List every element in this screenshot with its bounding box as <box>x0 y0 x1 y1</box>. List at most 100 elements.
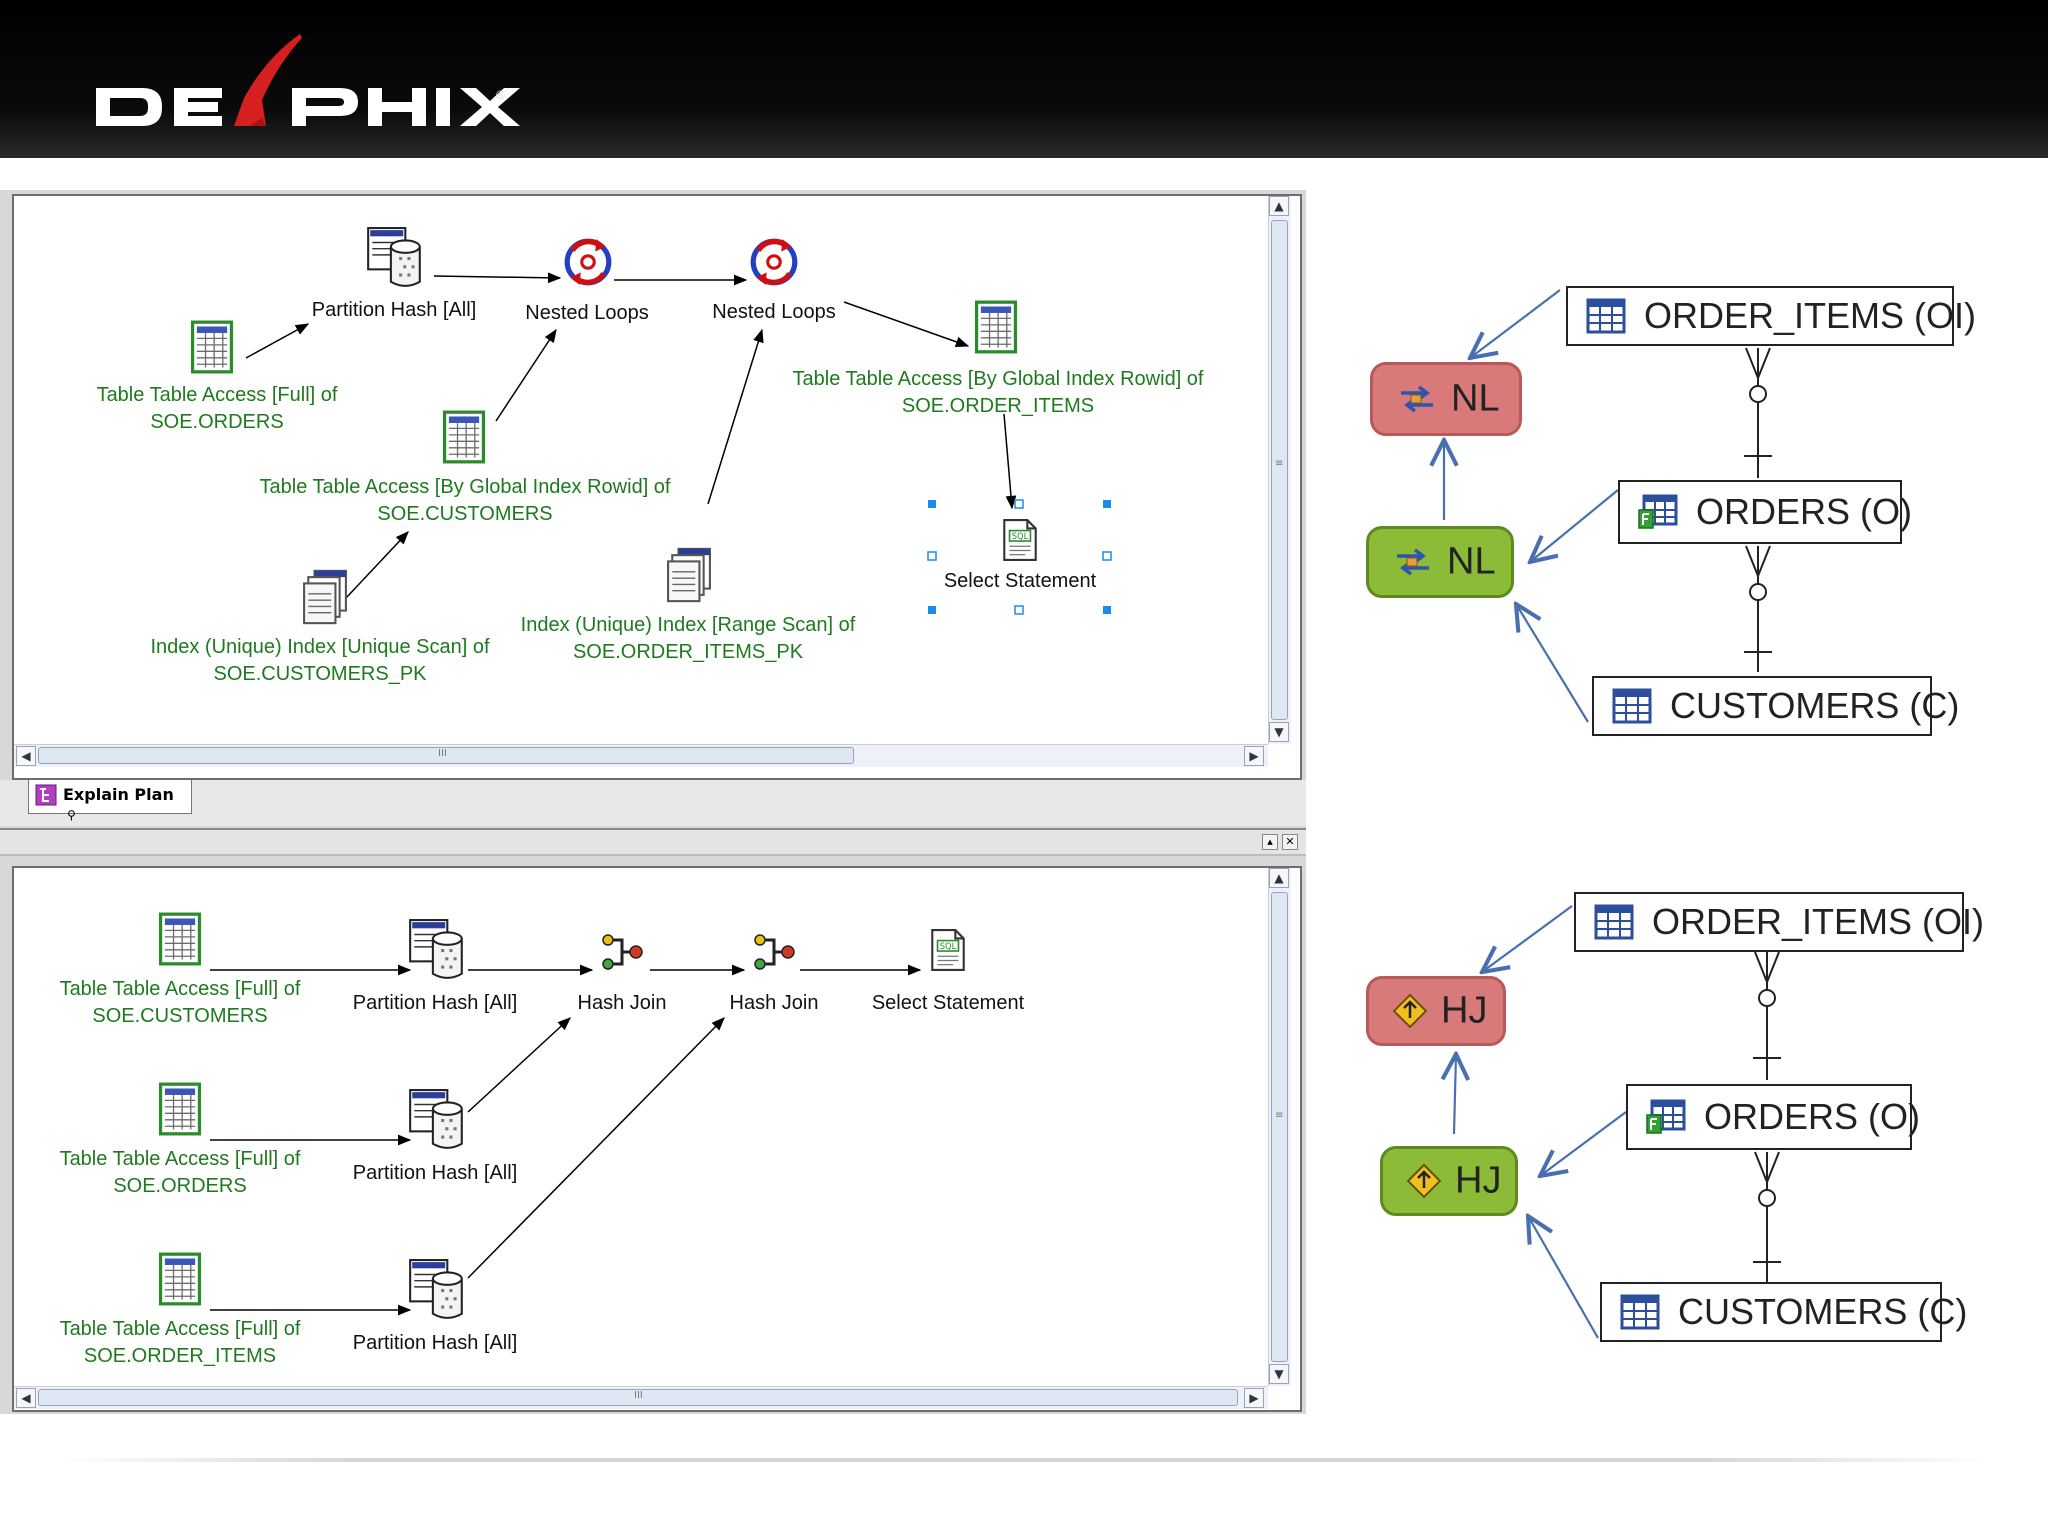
tab-explain-plan[interactable]: Explain Plan ⚲ <box>28 780 192 822</box>
maximize-icon[interactable]: ▴ <box>1262 834 1278 850</box>
vertical-scrollbar[interactable]: ▲ ≡ ▼ <box>1268 196 1291 744</box>
node-label-line: Table Table Access [Full] of <box>59 1318 301 1340</box>
tab-label: Explain Plan <box>63 785 174 804</box>
pane-splitter[interactable]: ▴ ✕ <box>0 828 1306 856</box>
scroll-grip: III <box>634 1390 643 1401</box>
scroll-down-button[interactable]: ▼ <box>1269 1364 1289 1384</box>
table-icon <box>1594 904 1634 940</box>
table-icon <box>1612 688 1652 724</box>
node-label-line: SOE.ORDER_ITEMS <box>901 395 1095 417</box>
index-icon <box>666 546 712 604</box>
join-label: NL <box>1447 540 1496 583</box>
delphix-logo <box>96 34 520 126</box>
tab-bar: Explain Plan ⚲ <box>0 780 1306 826</box>
table-access-icon <box>158 1082 202 1136</box>
partition-hash-icon <box>408 918 466 982</box>
entity-customers: CUSTOMERS (C) <box>1592 676 1959 736</box>
node-label-line: SOE.ORDER_ITEMS_PK <box>572 641 804 663</box>
entity-customers: CUSTOMERS (C) <box>1600 1282 1967 1342</box>
node-label-line: SOE.ORDERS <box>113 1175 247 1197</box>
table-access-icon <box>974 300 1018 354</box>
node-label-line: Table Table Access [By Global Index Rowi… <box>259 476 671 498</box>
nested-loops-plan-canvas[interactable]: Partition Hash [All] Nested Loops Nested… <box>12 194 1302 780</box>
node-label-line: Table Table Access [By Global Index Rowi… <box>792 368 1204 390</box>
node-label-select-statement[interactable]: Select Statement <box>943 570 1097 592</box>
table-icon <box>1638 494 1678 530</box>
node-label-order-items-access: Table Table Access [Full] of SOE.ORDER_I… <box>60 1316 301 1370</box>
sql-statement-icon <box>1002 518 1038 562</box>
node-label-line: SOE.CUSTOMERS_PK <box>213 663 427 685</box>
scroll-left-button[interactable]: ◀ <box>16 746 36 766</box>
node-label-line: SOE.CUSTOMERS <box>377 503 553 525</box>
sql-statement-icon <box>930 928 966 972</box>
table-icon <box>1646 1099 1686 1135</box>
join-label: HJ <box>1441 989 1488 1032</box>
horizontal-scrollbar[interactable]: ◀ III ▶ <box>14 1386 1268 1409</box>
table-access-icon <box>442 410 486 464</box>
nested-loops-edges <box>245 272 1112 615</box>
node-label-line: SOE.ORDER_ITEMS <box>83 1345 277 1367</box>
close-icon[interactable]: ✕ <box>1282 834 1298 850</box>
node-label-customers-access: Table Table Access [Full] of SOE.CUSTOME… <box>60 976 301 1030</box>
entity-label: CUSTOMERS (C) <box>1678 1291 1968 1332</box>
node-label-customers-pk-index: Index (Unique) Index [Unique Scan] of SO… <box>150 634 489 688</box>
node-label-select-statement[interactable]: Select Statement <box>871 992 1025 1014</box>
scroll-down-button[interactable]: ▼ <box>1269 722 1289 742</box>
entity-label: ORDERS (O) <box>1696 491 1912 532</box>
node-label-line: Index (Unique) Index [Range Scan] of <box>520 614 856 636</box>
scroll-thumb[interactable] <box>1271 892 1288 1362</box>
hash-join-diamond-icon <box>1406 1163 1442 1199</box>
join-label: HJ <box>1455 1159 1502 1202</box>
entity-label: ORDER_ITEMS (OI) <box>1652 901 1985 942</box>
node-label-nested-loops: Nested Loops <box>525 302 649 324</box>
explain-plan-icon <box>35 784 57 806</box>
entity-label: ORDER_ITEMS (OI) <box>1644 295 1977 336</box>
partition-hash-icon <box>408 1258 466 1322</box>
table-access-icon <box>158 912 202 966</box>
join-hj-top: HJ <box>1366 976 1506 1046</box>
node-label-hash-join: Hash Join <box>577 992 667 1014</box>
selection-handles <box>927 499 1112 615</box>
table-icon <box>1620 1294 1660 1330</box>
entity-orders: ORDERS (O) <box>1618 480 1912 544</box>
pin-icon[interactable]: ⚲ <box>67 808 76 822</box>
join-label: NL <box>1451 377 1500 420</box>
join-hj-bottom: HJ <box>1380 1146 1518 1216</box>
node-label-partition-hash: Partition Hash [All] <box>311 299 477 321</box>
entity-order-items: ORDER_ITEMS (OI) <box>1574 892 1984 952</box>
node-label-partition-hash: Partition Hash [All] <box>352 1162 518 1184</box>
node-label-nested-loops: Nested Loops <box>712 301 836 323</box>
hash-join-plan-canvas[interactable]: Table Table Access [Full] of SOE.CUSTOME… <box>12 866 1302 1412</box>
index-icon <box>302 568 348 626</box>
nested-loops-icon <box>748 236 800 288</box>
entity-order-items: ORDER_ITEMS (OI) <box>1566 286 1976 346</box>
scroll-right-button[interactable]: ▶ <box>1244 746 1264 766</box>
nested-loop-join-icon <box>1401 385 1433 413</box>
scroll-up-button[interactable]: ▲ <box>1269 196 1289 216</box>
node-label-orders-access: Table Table Access [Full] of SOE.ORDERS <box>97 382 338 436</box>
scroll-left-button[interactable]: ◀ <box>16 1388 36 1408</box>
node-label-line: Table Table Access [Full] of <box>59 1148 301 1170</box>
node-label-line: Index (Unique) Index [Unique Scan] of <box>150 636 490 658</box>
hash-join-icon <box>600 930 644 974</box>
partition-hash-icon <box>408 1088 466 1152</box>
scroll-up-button[interactable]: ▲ <box>1269 868 1289 888</box>
trademark-mark: ® <box>496 88 505 102</box>
horizontal-scrollbar[interactable]: ◀ III ▶ <box>14 744 1268 767</box>
vertical-scrollbar[interactable]: ▲ ≡ ▼ <box>1268 868 1291 1386</box>
table-icon <box>1586 298 1626 334</box>
nested-loop-join-icon <box>1397 548 1429 576</box>
scroll-thumb[interactable] <box>1271 220 1288 720</box>
scroll-thumb[interactable] <box>38 1389 1238 1406</box>
scroll-thumb[interactable] <box>38 747 854 764</box>
hash-join-icon <box>752 930 796 974</box>
scroll-right-button[interactable]: ▶ <box>1244 1388 1264 1408</box>
node-label-line: SOE.ORDERS <box>150 411 284 433</box>
hash-join-edges <box>210 964 922 1316</box>
join-nl-bottom: NL <box>1366 526 1514 598</box>
node-label-order-items-access: Table Table Access [By Global Index Rowi… <box>793 366 1204 420</box>
node-label-customers-access: Table Table Access [By Global Index Rowi… <box>260 474 671 528</box>
scroll-grip: ≡ <box>1275 1110 1284 1121</box>
hash-join-diamond-icon <box>1392 993 1428 1029</box>
node-label-partition-hash: Partition Hash [All] <box>352 1332 518 1354</box>
